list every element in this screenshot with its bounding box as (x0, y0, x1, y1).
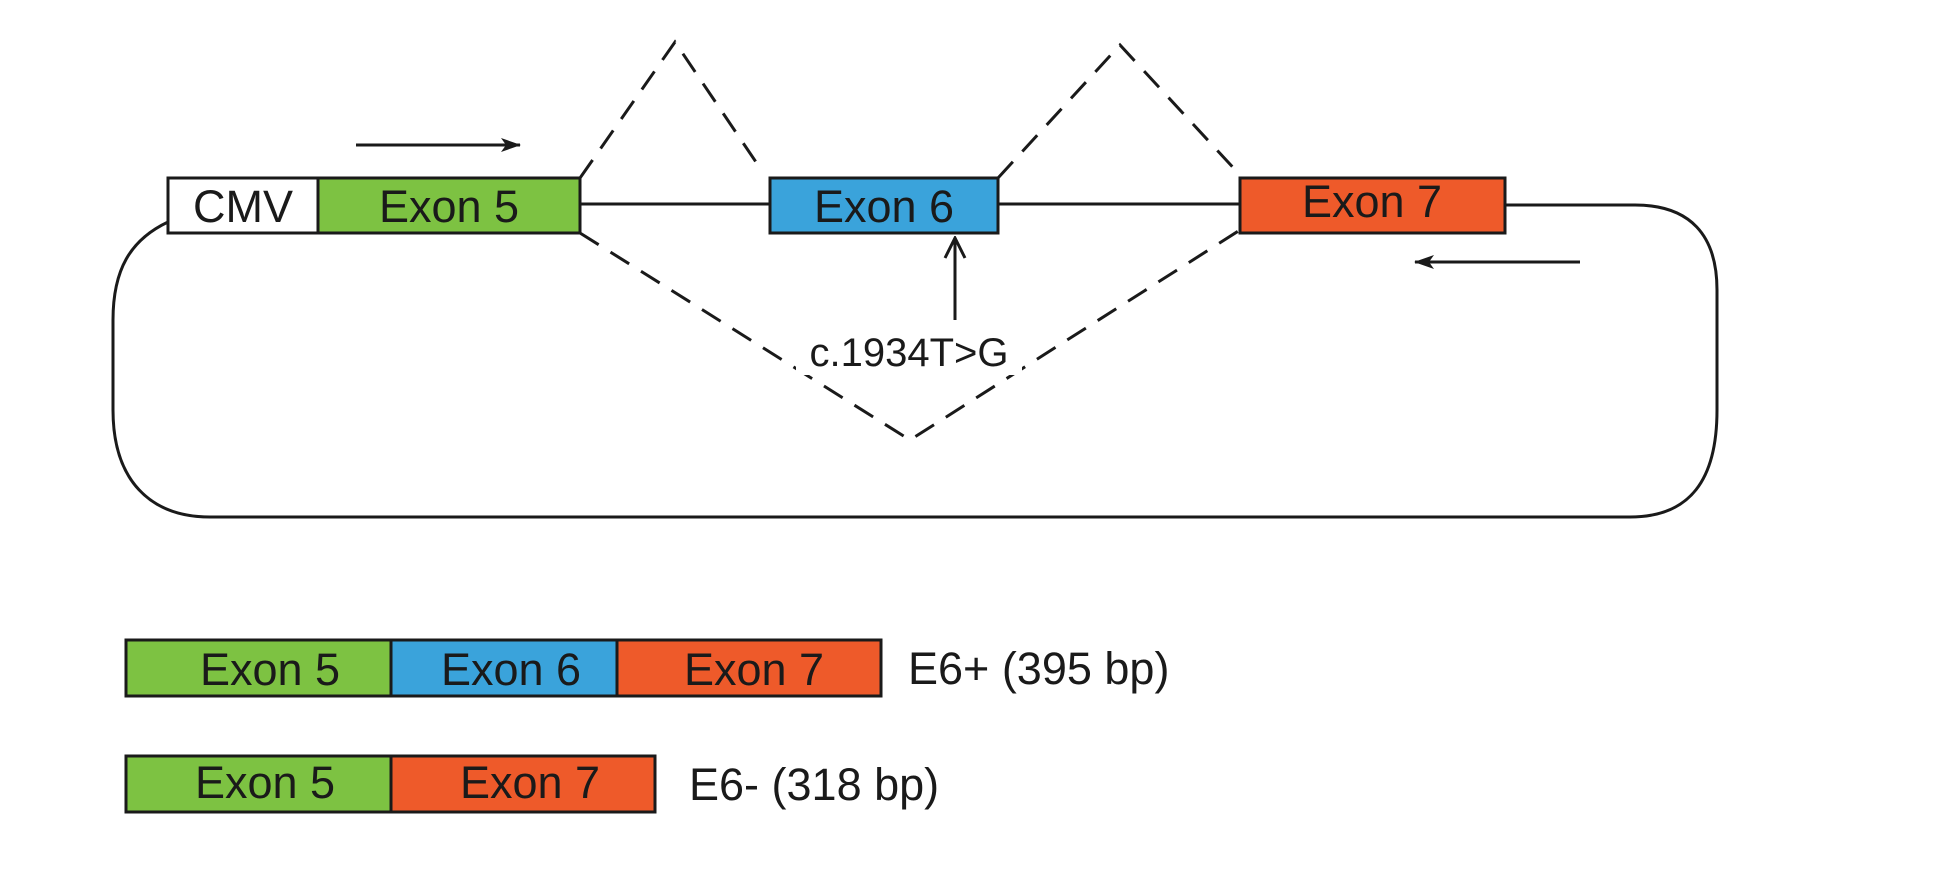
mutation-label-backing (796, 325, 1022, 375)
construct-exon-7: Exon 7 (1238, 176, 1507, 235)
construct-exon-7-label: Exon 7 (1302, 176, 1442, 227)
product-e6-plus-exon-7-label: Exon 7 (684, 644, 824, 695)
splice-path-exon5-exon6 (578, 39, 762, 179)
product-e6-minus: Exon 5 Exon 7 E6- (318 bp) (124, 754, 939, 814)
construct-exon-5: Exon 5 (316, 176, 582, 235)
product-e6-plus-exon-5-label: Exon 5 (200, 644, 340, 695)
splice-path-exon5-exon7-skip (579, 228, 1241, 442)
cmv-label: CMV (193, 181, 293, 232)
construct-exon-6: Exon 6 (768, 176, 1000, 235)
product-e6-minus-exon-5-label: Exon 5 (195, 757, 335, 808)
product-e6-plus-exon-6-label: Exon 6 (441, 644, 581, 695)
product-e6-minus-exon-7-label: Exon 7 (460, 757, 600, 808)
cmv-promoter: CMV (166, 176, 320, 235)
mutation-label: c.1934T>G (809, 331, 1008, 375)
splice-path-exon6-exon7 (996, 42, 1242, 180)
product-e6-plus-label: E6+ (395 bp) (908, 643, 1169, 694)
product-e6-plus: Exon 5 Exon 6 Exon 7 E6+ (395 bp) (124, 638, 1169, 698)
construct-exon-6-label: Exon 6 (814, 181, 954, 232)
product-e6-minus-label: E6- (318 bp) (689, 759, 939, 810)
construct-exon-5-label: Exon 5 (379, 181, 519, 232)
plasmid-backbone (111, 203, 1719, 519)
